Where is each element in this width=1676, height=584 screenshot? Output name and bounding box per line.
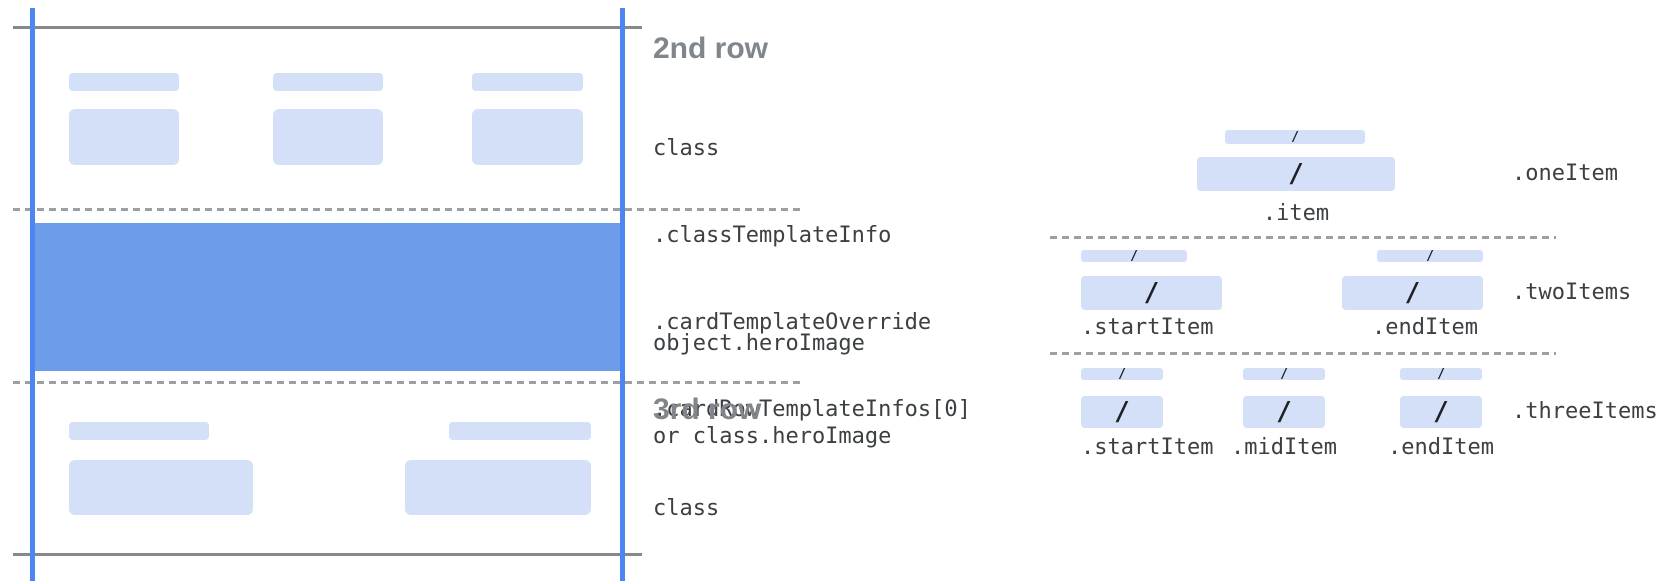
row3-col2-label-placeholder [449, 422, 591, 440]
row3-code-path: class .classTemplateInfo .cardTemplateOv… [653, 436, 971, 584]
two-items-start-label: .startItem [1081, 315, 1214, 340]
row3-col1-label-placeholder [69, 422, 209, 440]
two-items-caption: .twoItems [1512, 280, 1632, 305]
code-line: object.heroImage [653, 331, 865, 356]
card-left-edge-guide [30, 8, 35, 581]
three-items-start-label-bar: / [1081, 367, 1163, 382]
row2-col2-value-placeholder [273, 109, 383, 165]
row3-col2-value-placeholder [405, 460, 591, 515]
row2-col3-label-placeholder [472, 73, 583, 91]
one-two-divider-dashed [1050, 236, 1556, 239]
row2-col1-value-placeholder [69, 109, 179, 165]
hero-image-band [32, 223, 624, 371]
three-items-start-value-bar: / [1081, 396, 1163, 428]
two-items-start-value-bar: / [1081, 276, 1222, 310]
three-items-end-label-bar: / [1400, 367, 1482, 382]
row2-code-path: class .classTemplateInfo .cardTemplateOv… [653, 76, 971, 482]
three-items-end-label: .endItem [1388, 435, 1494, 460]
hero-code-path: object.heroImage or class.heroImage [653, 266, 891, 514]
two-items-end-label-bar: / [1377, 249, 1483, 264]
row2-heading: 2nd row [653, 32, 769, 65]
one-item-value-bar: / [1197, 157, 1395, 191]
hero-row3-divider-dashed [13, 381, 800, 384]
three-items-mid-label-bar: / [1243, 367, 1325, 382]
two-items-end-label: .endItem [1372, 315, 1478, 340]
code-line: .cardTemplateOverride [653, 310, 932, 335]
card-right-edge-guide [620, 8, 625, 581]
row2-col1-label-placeholder [69, 73, 179, 91]
row3-col1-value-placeholder [69, 460, 253, 515]
code-line: .cardRowTemplateInfos[0] [653, 397, 971, 422]
one-item-caption: .oneItem [1512, 161, 1618, 186]
code-line: or class.heroImage [653, 424, 892, 449]
three-items-caption: .threeItems [1512, 399, 1658, 424]
three-items-mid-value-bar: / [1243, 396, 1325, 428]
one-item-label-bar: / [1225, 130, 1365, 145]
one-item-label: .item [1262, 201, 1330, 226]
two-items-start-label-bar: / [1081, 249, 1187, 264]
two-items-end-value-bar: / [1342, 276, 1483, 310]
card-top-edge-line [13, 26, 642, 29]
three-items-start-label: .startItem [1081, 435, 1214, 460]
two-three-divider-dashed [1050, 352, 1556, 355]
code-line: .classTemplateInfo [653, 223, 892, 248]
card-bottom-edge-line [13, 553, 642, 556]
row2-col3-value-placeholder [472, 109, 583, 165]
row3-heading: 3rd row [653, 393, 762, 426]
three-items-end-value-bar: / [1400, 396, 1482, 428]
row2-hero-divider-dashed [13, 208, 800, 211]
code-line: class [653, 496, 720, 521]
three-items-mid-label: .midItem [1231, 435, 1337, 460]
row2-col2-label-placeholder [273, 73, 383, 91]
code-line: class [653, 136, 720, 161]
